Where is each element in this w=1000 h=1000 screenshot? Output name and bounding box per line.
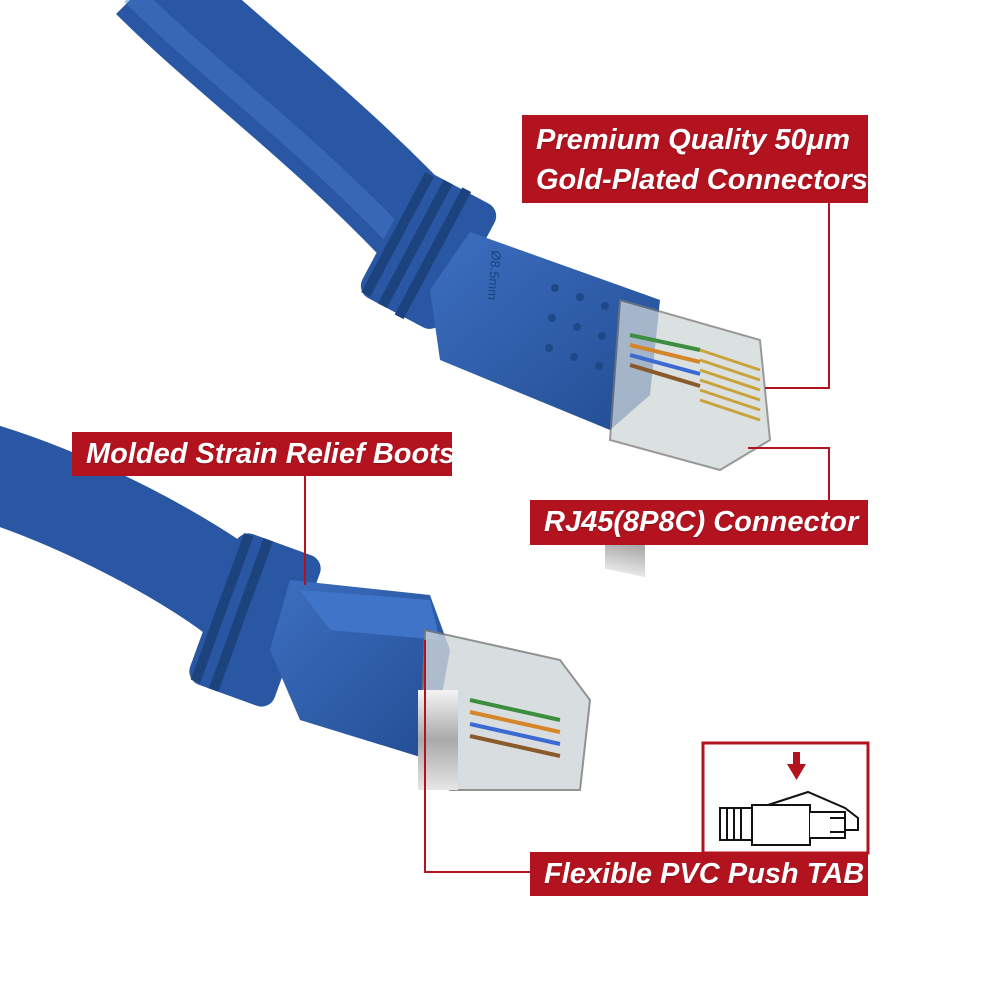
top-cable (116, 0, 476, 283)
boot-marking: Ø8.5mm (485, 250, 504, 301)
label-rj45: RJ45(8P8C) Connector (530, 500, 868, 545)
top-strain-relief-boot (360, 172, 497, 329)
label-push-tab: Flexible PVC Push TAB (530, 852, 868, 896)
label-premium-quality: Premium Quality 50μm Gold-Plated Connect… (522, 115, 868, 203)
top-connector-housing (430, 232, 660, 430)
push-tab-diagram (701, 741, 870, 855)
premium-line-2: Gold-Plated Connectors (536, 164, 868, 196)
premium-line-1: Premium Quality 50μm (536, 124, 851, 156)
label-strain-relief: Molded Strain Relief Boots (72, 432, 455, 476)
arrow-down-icon (787, 752, 806, 780)
callout-lines (304, 203, 830, 873)
bottom-strain-relief-boot (189, 533, 321, 707)
bottom-cable (0, 425, 270, 638)
